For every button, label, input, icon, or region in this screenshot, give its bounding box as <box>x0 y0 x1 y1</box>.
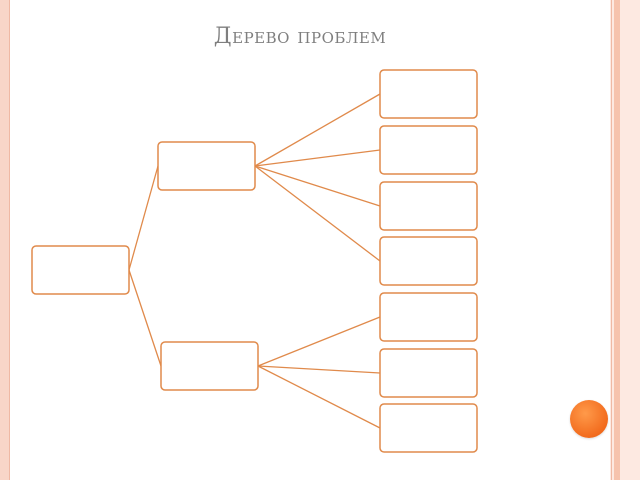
edge-branch-2-leaf-5 <box>257 316 381 367</box>
edge-root-branch-1 <box>128 165 159 271</box>
edge-branch-1-leaf-3 <box>254 165 381 207</box>
right-decorative-border <box>610 0 640 480</box>
leaf-node-6 <box>379 348 478 398</box>
edge-branch-2-leaf-6 <box>257 365 381 374</box>
leaf-node-5 <box>379 292 478 342</box>
leaf-node-4 <box>379 236 478 286</box>
left-decorative-border <box>0 0 10 480</box>
orange-circle-decoration <box>570 400 608 438</box>
branch-node-1 <box>157 141 256 191</box>
right-border-line <box>611 0 612 480</box>
root-node <box>31 245 130 295</box>
right-border-stripe <box>614 0 620 480</box>
leaf-node-1 <box>379 69 478 119</box>
leaf-node-7 <box>379 403 478 453</box>
leaf-node-2 <box>379 125 478 175</box>
slide-title: Дерево проблем <box>213 24 387 49</box>
edge-branch-1-leaf-2 <box>254 149 381 167</box>
edge-branch-2-leaf-7 <box>257 365 381 429</box>
leaf-node-3 <box>379 181 478 231</box>
edge-root-branch-2 <box>128 269 162 367</box>
edge-branch-1-leaf-1 <box>254 93 381 167</box>
edge-branch-1-leaf-4 <box>254 165 381 262</box>
branch-node-2 <box>160 341 259 391</box>
